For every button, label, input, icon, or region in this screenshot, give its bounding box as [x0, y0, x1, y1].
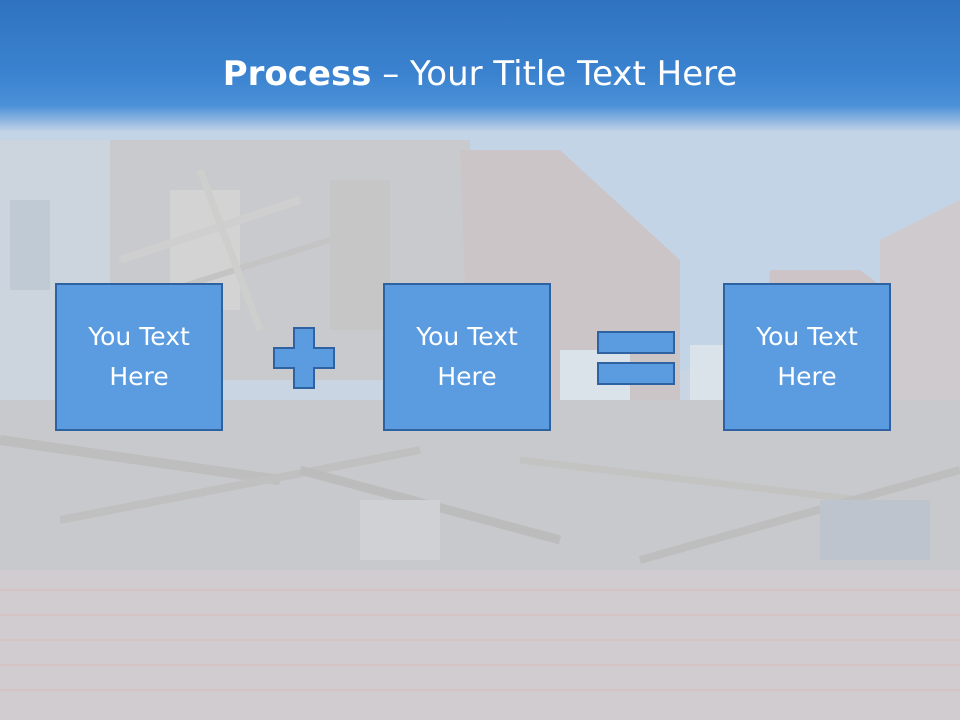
process-box-2-label: You Text Here: [416, 322, 518, 391]
process-box-3: You Text Here: [723, 283, 891, 431]
process-box-1: You Text Here: [55, 283, 223, 431]
equals-icon: [597, 331, 675, 385]
title-bold: Process: [222, 54, 372, 94]
title-rest: – Your Title Text Here: [371, 54, 738, 94]
process-box-3-label: You Text Here: [756, 322, 858, 391]
title-bar: [0, 0, 960, 132]
slide-title: Process – Your Title Text Here: [0, 52, 960, 96]
process-box-1-label: You Text Here: [88, 322, 190, 391]
plus-icon: [273, 327, 335, 389]
process-box-2: You Text Here: [383, 283, 551, 431]
